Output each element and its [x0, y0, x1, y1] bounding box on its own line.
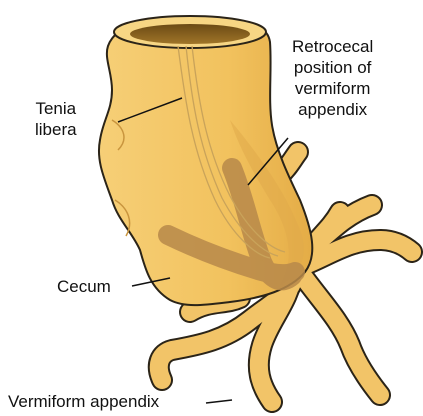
- label-retrocecal-line: appendix: [292, 99, 373, 120]
- label-vermiform-appendix: Vermiform appendix: [8, 391, 159, 412]
- label-tenia-libera-line: libera: [35, 119, 77, 140]
- label-retrocecal-line: position of: [292, 57, 373, 78]
- label-cecum: Cecum: [57, 276, 111, 297]
- label-retrocecal-line: Retrocecal: [292, 36, 373, 57]
- label-tenia-libera-line: Tenia: [35, 98, 77, 119]
- label-tenia-libera: Tenia libera: [35, 98, 77, 140]
- label-retrocecal-position: Retrocecal position of vermiform appendi…: [292, 36, 373, 120]
- label-cecum-text: Cecum: [57, 276, 111, 297]
- label-vermiform-appendix-text: Vermiform appendix: [8, 391, 159, 412]
- label-retrocecal-line: vermiform: [292, 78, 373, 99]
- cecum-lumen: [130, 24, 250, 44]
